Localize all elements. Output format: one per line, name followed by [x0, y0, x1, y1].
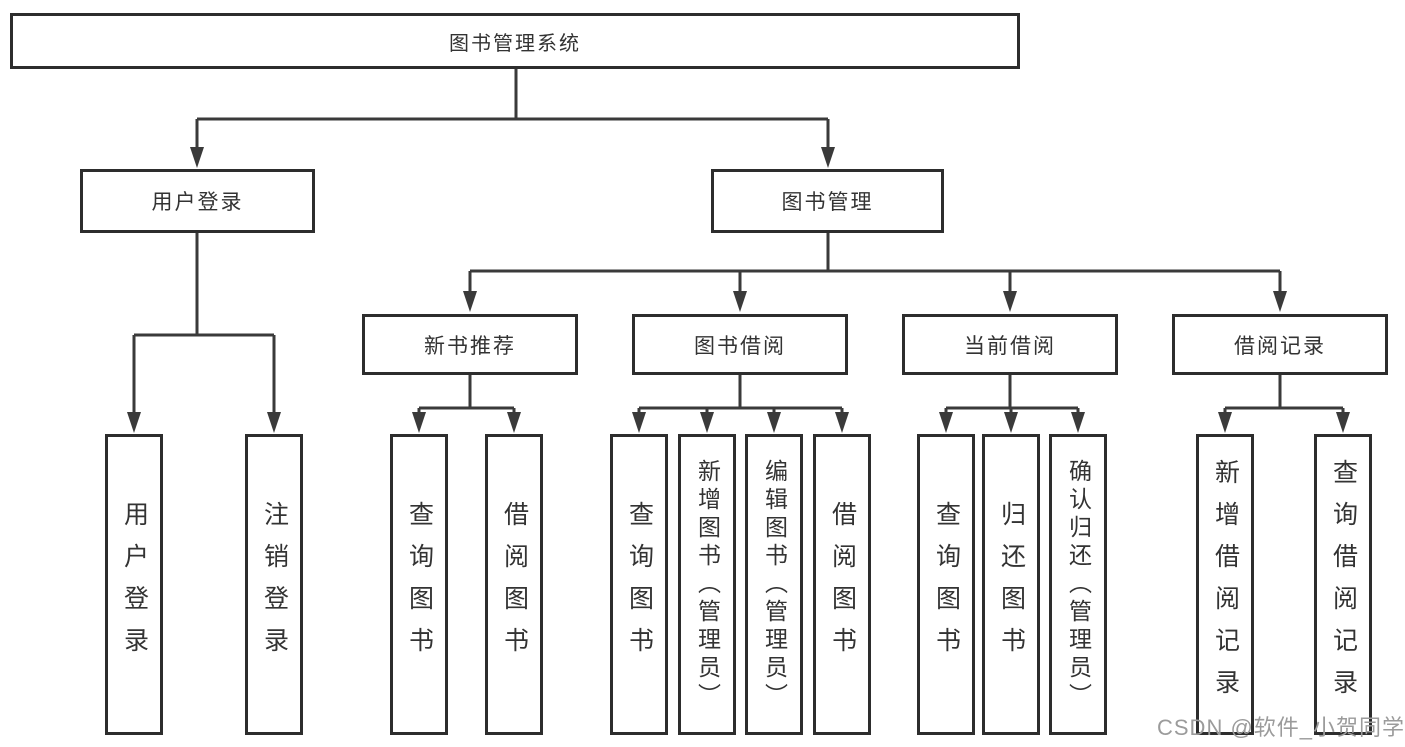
leaf-add-books-admin: 新增图书（管理员）	[678, 434, 736, 735]
leaf-label: 用户登录	[120, 500, 149, 669]
leaf-logout-login: 注销登录	[245, 434, 303, 735]
leaf-query-books-current: 查询图书	[917, 434, 975, 735]
leaf-query-books-borrowing: 查询图书	[610, 434, 668, 735]
leaf-label: 查询图书	[625, 500, 654, 669]
leaf-label: 编辑图书（管理员）	[761, 458, 788, 711]
leaf-label: 新增图书（管理员）	[694, 458, 721, 711]
node-user-login: 用户登录	[80, 169, 315, 233]
node-label: 当前借阅	[964, 334, 1056, 358]
csdn-watermark: CSDN @软件_小贺同学	[1157, 715, 1405, 740]
node-label: 用户登录	[151, 191, 244, 214]
leaf-label: 归还图书	[997, 500, 1026, 669]
leaf-user-login: 用户登录	[105, 434, 163, 735]
leaf-query-books-recommend: 查询图书	[390, 434, 448, 735]
node-current-borrowing: 当前借阅	[902, 314, 1118, 375]
leaf-label: 查询图书	[405, 500, 434, 669]
node-borrowing-records: 借阅记录	[1172, 314, 1388, 375]
node-label: 图书管理	[781, 191, 874, 214]
leaf-label: 新增借阅记录	[1211, 458, 1240, 711]
leaf-confirm-return-admin: 确认归还（管理员）	[1049, 434, 1107, 735]
leaf-label: 借阅图书	[500, 500, 529, 669]
leaf-label: 查询借阅记录	[1329, 458, 1358, 711]
node-label: 借阅记录	[1234, 334, 1326, 358]
leaf-label: 确认归还（管理员）	[1065, 458, 1092, 711]
leaf-borrow-books-recommend: 借阅图书	[485, 434, 543, 735]
leaf-add-borrow-record: 新增借阅记录	[1196, 434, 1254, 735]
leaf-label: 借阅图书	[828, 500, 857, 669]
node-book-borrowing: 图书借阅	[632, 314, 848, 375]
node-system-root: 图书管理系统	[10, 13, 1020, 69]
node-book-management: 图书管理	[711, 169, 944, 233]
leaf-label: 查询图书	[932, 500, 961, 669]
leaf-borrow-books-borrowing: 借阅图书	[813, 434, 871, 735]
node-new-book-recommend: 新书推荐	[362, 314, 578, 375]
node-label: 图书借阅	[694, 334, 786, 358]
leaf-query-borrow-record: 查询借阅记录	[1314, 434, 1372, 735]
leaf-return-books: 归还图书	[982, 434, 1040, 735]
leaf-edit-books-admin: 编辑图书（管理员）	[745, 434, 803, 735]
node-label: 新书推荐	[424, 334, 516, 358]
leaf-label: 注销登录	[260, 500, 289, 669]
node-label: 图书管理系统	[449, 32, 581, 55]
